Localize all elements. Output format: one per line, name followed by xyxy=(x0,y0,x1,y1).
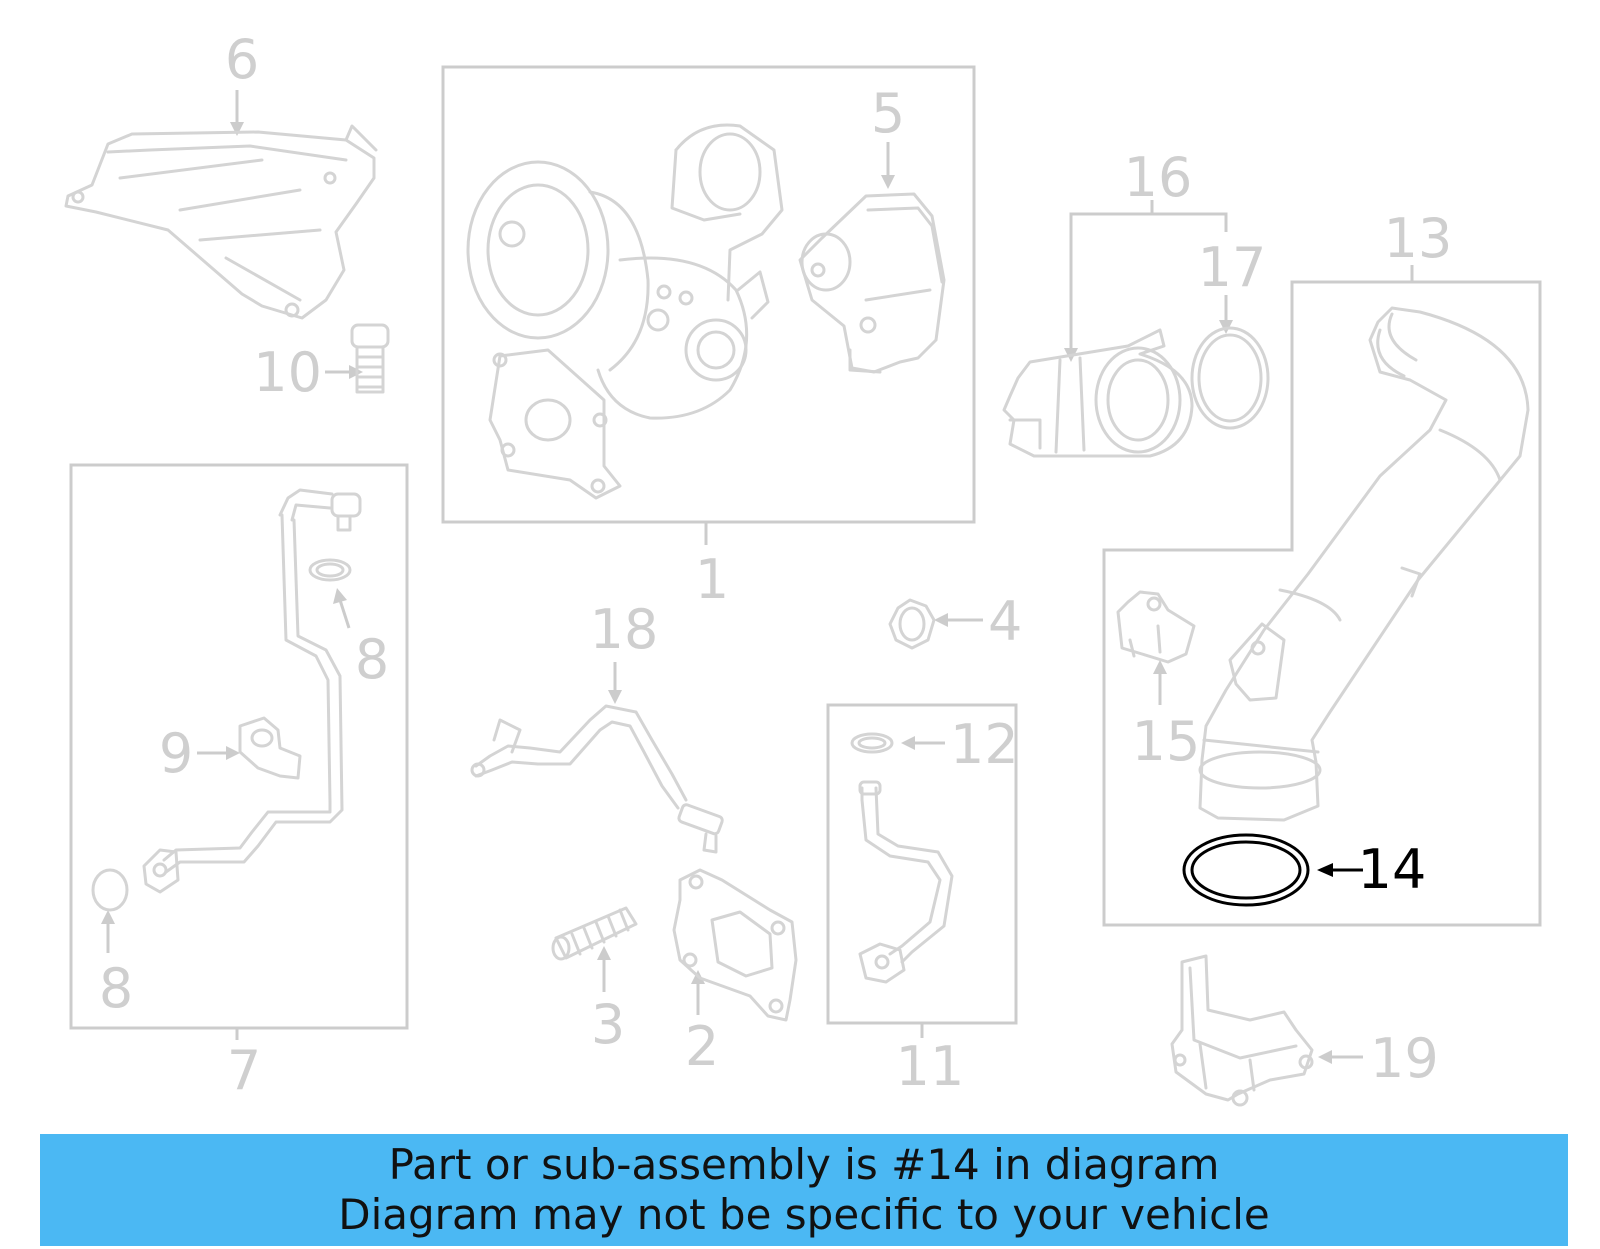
callout-9: 9 xyxy=(159,722,193,785)
callout-13: 13 xyxy=(1384,207,1453,270)
part-11-pipe xyxy=(858,780,954,984)
part-12-seal xyxy=(850,732,894,754)
group-box-1 xyxy=(441,65,976,524)
callout-17: 17 xyxy=(1198,236,1267,299)
part-13-pipe xyxy=(1198,306,1530,822)
leader-arrow-14 xyxy=(1317,863,1363,877)
callout-19: 19 xyxy=(1370,1027,1439,1090)
part-16-connector xyxy=(1002,328,1194,458)
banner-line-part: Part or sub-assembly is #14 in diagram xyxy=(388,1140,1220,1189)
group-box-7 xyxy=(69,463,409,1030)
callout-12: 12 xyxy=(950,713,1019,776)
part-10-bolt xyxy=(350,323,390,394)
part-18-oil-line xyxy=(470,704,724,854)
callout-14: 14 xyxy=(1358,838,1427,901)
part-9-banjo xyxy=(238,716,302,780)
callout-10: 10 xyxy=(253,341,322,404)
group-box-13 xyxy=(1102,280,1542,927)
part-4-nut xyxy=(888,598,936,650)
callout-7: 7 xyxy=(227,1039,261,1102)
callout-11: 11 xyxy=(896,1035,965,1098)
callout-2: 2 xyxy=(685,1015,719,1078)
part-2-gasket-plate xyxy=(672,868,798,1022)
callout-15: 15 xyxy=(1132,710,1201,773)
part-6-heat-shield xyxy=(64,124,378,320)
callout-6: 6 xyxy=(225,28,259,91)
part-15-sensor xyxy=(1116,590,1196,664)
callout-5: 5 xyxy=(871,82,905,145)
part-8-seal-upper xyxy=(308,558,352,582)
callout-4: 4 xyxy=(988,590,1022,653)
part-1-turbocharger xyxy=(466,123,784,500)
part-7-oil-line xyxy=(142,488,362,894)
leader-arrows xyxy=(101,90,1363,1064)
callout-8-lower: 8 xyxy=(99,957,133,1020)
part-19-bracket xyxy=(1170,954,1314,1107)
info-banner: Part or sub-assembly is #14 in diagram D… xyxy=(40,1134,1568,1246)
part-5-actuator xyxy=(798,192,946,374)
part-14-gasket xyxy=(1182,833,1310,907)
callout-18: 18 xyxy=(590,598,659,661)
callout-8-upper: 8 xyxy=(355,628,389,691)
callout-1: 1 xyxy=(695,548,729,611)
part-8-seal-lower xyxy=(91,868,129,912)
part-17-gasket xyxy=(1190,326,1270,430)
banner-line-disclaimer: Diagram may not be specific to your vehi… xyxy=(338,1190,1270,1239)
part-3-stud xyxy=(551,906,638,961)
callout-3: 3 xyxy=(591,993,625,1056)
callout-16: 16 xyxy=(1124,146,1193,209)
